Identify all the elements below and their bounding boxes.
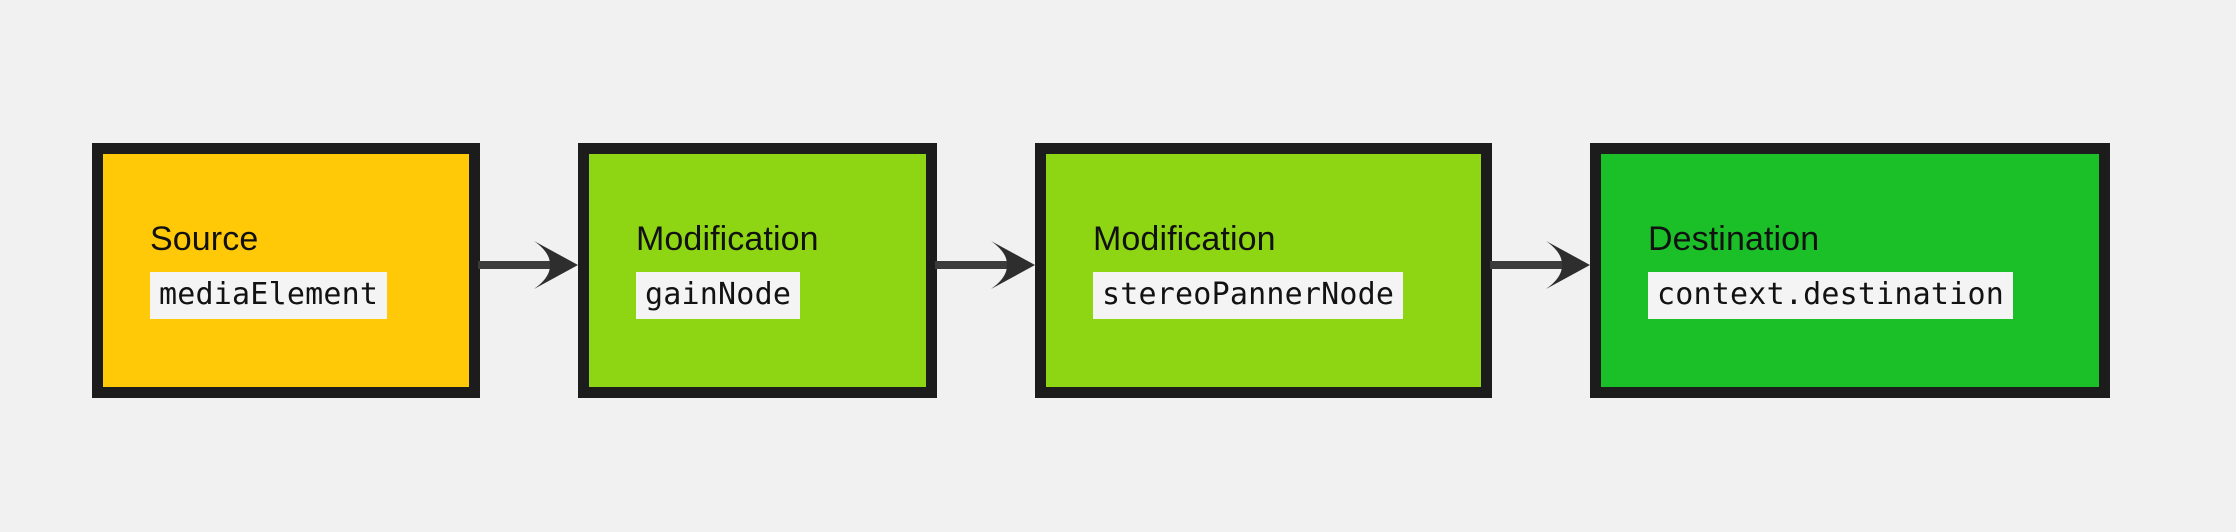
arrow-gain-to-panner — [935, 241, 1035, 289]
node-title: Destination — [1648, 220, 1820, 259]
node-source[interactable]: Source mediaElement — [92, 143, 480, 398]
node-modification-stereo-panner[interactable]: Modification stereoPannerNode — [1035, 143, 1492, 398]
node-code-label: gainNode — [636, 272, 801, 319]
node-code-label: context.destination — [1648, 272, 2013, 319]
node-title: Modification — [1093, 220, 1276, 259]
node-code-label: stereoPannerNode — [1093, 272, 1404, 319]
arrow-panner-to-destination — [1490, 241, 1590, 289]
node-destination[interactable]: Destination context.destination — [1590, 143, 2110, 398]
node-modification-gain[interactable]: Modification gainNode — [578, 143, 937, 398]
node-code-label: mediaElement — [150, 272, 388, 319]
arrow-source-to-gain — [478, 241, 578, 289]
node-title: Source — [150, 220, 259, 259]
node-title: Modification — [636, 220, 819, 259]
